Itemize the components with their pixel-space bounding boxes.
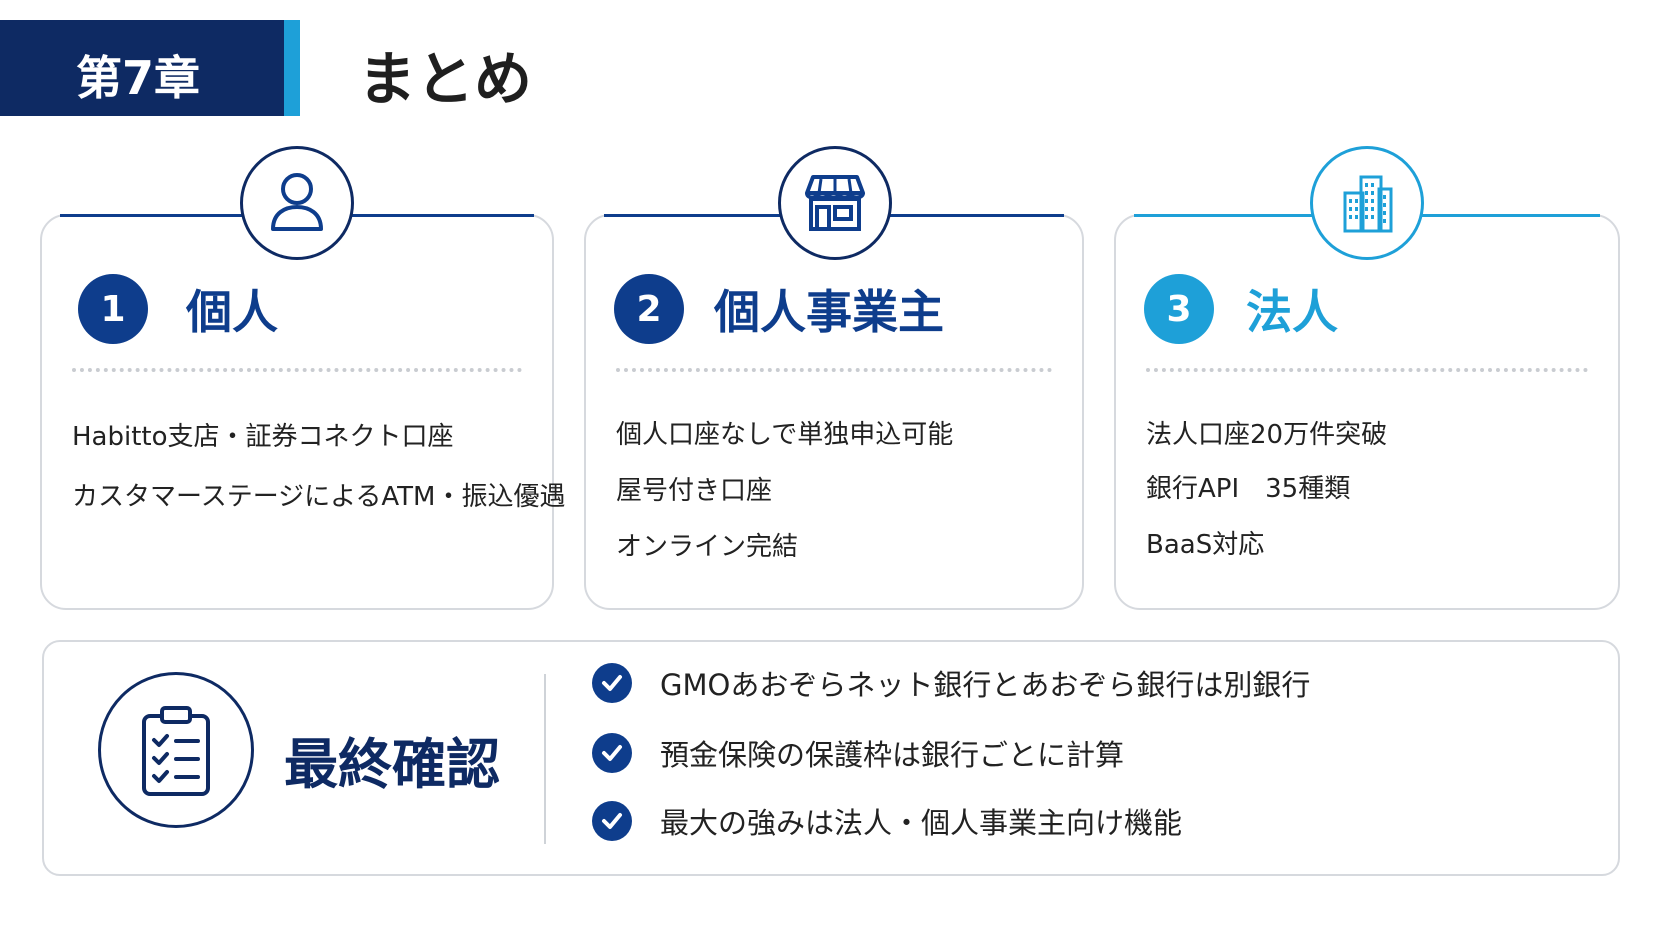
card-item: Habitto支店・証券コネクト口座 [72, 422, 454, 452]
card-item: オンライン完結 [616, 532, 799, 562]
card-title: 法人 [1246, 285, 1338, 339]
number-badge: 3 [1144, 274, 1214, 344]
checklist-item: GMOあおぞらネット銀行とあおぞら銀行は別銀行 [592, 662, 1310, 704]
clipboard-checklist-icon [142, 706, 210, 796]
clipboard-icon-circle [98, 672, 254, 828]
card-title: 個人事業主 [714, 285, 944, 339]
divider [616, 368, 1052, 372]
card-corporate: 3 法人 法人口座20万件突破 銀行API 35種類 BaaS対応 [1114, 214, 1620, 610]
storefront-icon [805, 175, 865, 231]
card-item: カスタマーステージによるATM・振込優遇 [72, 482, 566, 512]
page-title: まとめ [358, 45, 533, 113]
checklist-text: 預金保険の保護枠は銀行ごとに計算 [660, 738, 1125, 772]
checkmark-icon [592, 733, 632, 773]
card-sole-proprietor: 2 個人事業主 個人口座なしで単独申込可能 屋号付き口座 オンライン完結 [584, 214, 1084, 610]
card-individual: 1 個人 Habitto支店・証券コネクト口座 カスタマーステージによるATM・… [40, 214, 565, 610]
checklist-item: 預金保険の保護枠は銀行ごとに計算 [592, 732, 1124, 774]
number-badge: 1 [78, 274, 148, 344]
checklist-item: 最大の強みは法人・個人事業主向け機能 [592, 800, 1182, 842]
person-icon [271, 173, 323, 231]
building-icon-circle [1310, 146, 1424, 260]
card-title: 個人 [186, 285, 278, 339]
building-icon [1343, 175, 1393, 233]
chapter-badge: 第7章 [0, 20, 300, 116]
person-icon-circle [240, 146, 354, 260]
number-badge: 2 [614, 274, 684, 344]
checkmark-icon [592, 801, 632, 841]
final-check-title: 最終確認 [284, 733, 500, 796]
divider [72, 368, 522, 372]
final-check-panel: 最終確認 GMOあおぞらネット銀行とあおぞら銀行は別銀行 預金保険の保護枠は銀行… [42, 640, 1620, 876]
vertical-divider [544, 674, 546, 844]
card-item: 個人口座なしで単独申込可能 [616, 420, 954, 450]
storefront-icon-circle [778, 146, 892, 260]
card-item: 屋号付き口座 [616, 476, 773, 506]
card-item: BaaS対応 [1146, 530, 1265, 560]
card-item: 法人口座20万件突破 [1146, 420, 1388, 450]
chapter-label: 第7章 [76, 51, 201, 105]
checklist-text: GMOあおぞらネット銀行とあおぞら銀行は別銀行 [660, 668, 1311, 702]
divider [1146, 368, 1588, 372]
card-item: 銀行API 35種類 [1146, 474, 1351, 504]
checkmark-icon [592, 663, 632, 703]
checklist-text: 最大の強みは法人・個人事業主向け機能 [660, 806, 1183, 840]
